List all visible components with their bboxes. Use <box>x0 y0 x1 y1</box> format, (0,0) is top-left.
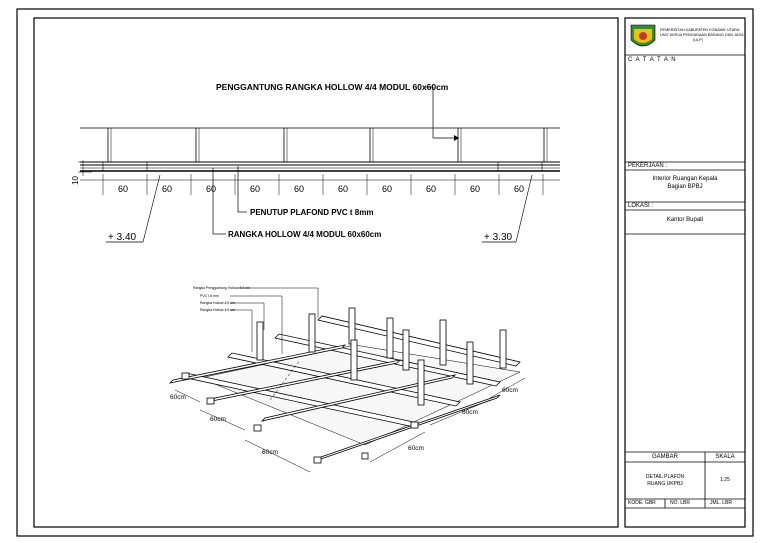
hanger-label: PENGGANTUNG RANGKA HOLLOW 4/4 MODUL 60x6… <box>216 82 449 92</box>
tb-pekerjaan-label: PEKERJAAN : <box>628 163 668 169</box>
tb-skala-value: 1:25 <box>720 477 730 483</box>
tb-pekerjaan-value2: Bagian BPBJ <box>667 184 703 190</box>
spacing-value: 60 <box>294 184 304 194</box>
spacing-value: 60 <box>382 184 392 194</box>
section-arrows <box>454 135 459 141</box>
spacing-value: 60 <box>514 184 524 194</box>
ceiling-section <box>78 86 560 243</box>
iso-dim-6: 60cm <box>502 387 518 394</box>
spacing-value: 60 <box>250 184 260 194</box>
tb-no-label: NO. LBR <box>670 500 691 506</box>
tb-lokasi-value: Kantor Bupati <box>666 217 704 223</box>
isometric-frame <box>168 307 521 464</box>
tb-skala-label: SKALA <box>715 454 735 460</box>
spacing-value: 60 <box>206 184 216 194</box>
spacing-value: 60 <box>470 184 480 194</box>
drawing-frame <box>33 17 619 528</box>
iso-dim-5: 60cm <box>462 409 478 416</box>
level-left: + 3.40 <box>108 232 137 243</box>
legend-item: PVC t 8 mm <box>200 294 219 298</box>
tb-header-line2: UNIT KERJA PENGADAAN BARANG DAN JASA <box>660 33 744 37</box>
legend-item: Rangka Hollow 4/4 cm <box>200 301 235 305</box>
height-dimension: 10 <box>71 176 80 185</box>
iso-dim-4: 60cm <box>408 445 424 452</box>
legend-item: Rangka Penggantung Hollow 4/4 cm <box>193 286 250 290</box>
tb-lokasi-label: LOKASI : <box>628 203 654 209</box>
spacing-value: 60 <box>162 184 172 194</box>
iso-dim-1: 60cm <box>170 394 186 401</box>
title-block-frame <box>624 17 746 528</box>
tb-jml-label: JML. LBR <box>710 500 732 506</box>
legend-item: Rangka Hollow 4/4 cm <box>200 308 235 312</box>
tb-catatan: C A T A T A N <box>628 57 677 63</box>
tb-kode-label: KODE. GBR <box>628 500 656 506</box>
tb-header-line1: PEMERINTAH KABUPATEN KONAWE UTARA <box>660 28 740 32</box>
government-logo <box>630 24 656 47</box>
outer-frame <box>16 8 754 537</box>
tb-pekerjaan-value1: Interior Ruangan Kepala <box>652 176 718 182</box>
spacing-value: 60 <box>118 184 128 194</box>
pvc-label: PENUTUP PLAFOND PVC t 8mm <box>250 208 373 217</box>
iso-dim-2: 60cm <box>210 416 226 423</box>
spacing-value: 60 <box>338 184 348 194</box>
title-block-lines <box>625 54 745 509</box>
spacing-value: 60 <box>426 184 436 194</box>
spacing-dimensions: 60 60 60 60 60 60 60 60 60 60 <box>118 184 524 194</box>
level-right: + 3.30 <box>484 232 513 243</box>
tb-header-line3: (ULP) <box>693 38 703 42</box>
tb-gambar-value1: DETAIL PLAFON <box>645 474 685 480</box>
isometric-dim-lines <box>174 287 526 473</box>
frame-label: RANGKA HOLLOW 4/4 MODUL 60x60cm <box>228 230 381 239</box>
iso-dim-3: 60cm <box>262 449 278 456</box>
tb-gambar-value2: RUANG UKPBJ <box>647 481 683 487</box>
isometric-legend: Rangka Penggantung Hollow 4/4 cm PVC t 8 … <box>193 286 250 312</box>
tb-gambar-label: GAMBAR <box>651 454 678 460</box>
